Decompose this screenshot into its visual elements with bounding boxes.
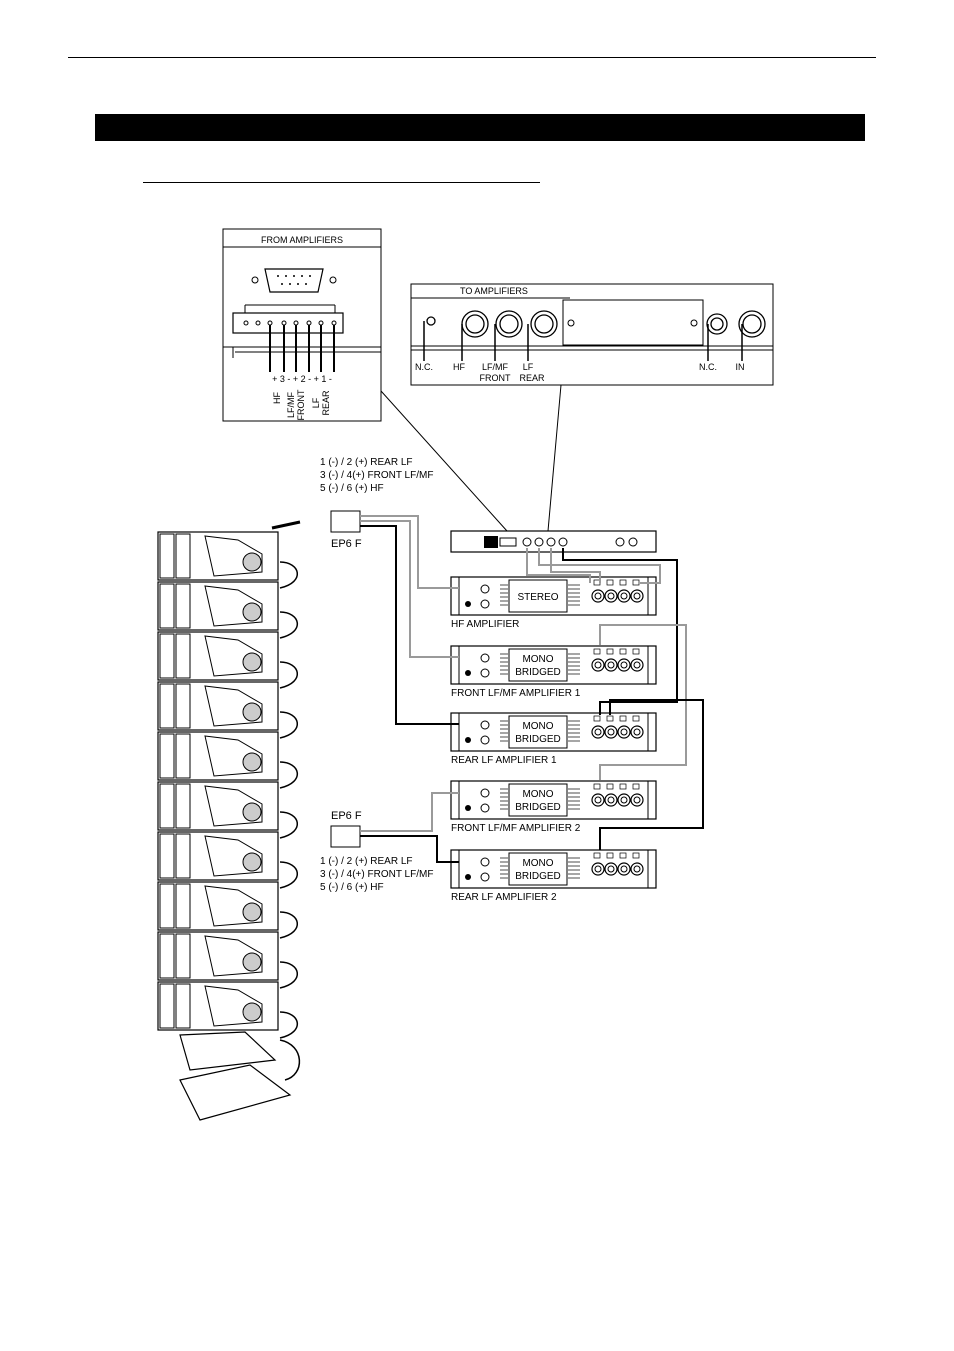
from-label-lfmf-front: LF/MFFRONT <box>286 389 306 420</box>
to-label-front: FRONT <box>480 373 511 383</box>
svg-text:3 (-) / 4(+) FRONT LF/MF: 3 (-) / 4(+) FRONT LF/MF <box>320 470 433 481</box>
to-amplifiers-inset: TO AMPLIFIERS N.C. HF LF/MF LF N.C. IN F… <box>410 283 774 386</box>
svg-text:EP6 F: EP6 F <box>331 810 362 822</box>
pin-row-label: + 3 - + 2 - + 1 - <box>272 374 332 384</box>
wiring-legend-top: 1 (-) / 2 (+) REAR LF 3 (-) / 4(+) FRONT… <box>320 457 433 494</box>
amplifier-label: FRONT LF/MF AMPLIFIER 2 <box>451 823 581 834</box>
callout-line-from <box>380 390 508 532</box>
to-amplifiers-title: TO AMPLIFIERS <box>460 286 528 296</box>
amplifier-2: MONO BRIDGED FRONT LF/MF AMPLIFIER 1 <box>450 645 657 699</box>
ep6-connector-top: EP6 F <box>330 510 362 550</box>
to-label-lf: LF <box>523 362 534 372</box>
svg-text:3 (-) / 4(+) FRONT LF/MF: 3 (-) / 4(+) FRONT LF/MF <box>320 869 433 880</box>
svg-text:EP6 F: EP6 F <box>331 538 362 550</box>
amplifier-mode-label: BRIDGED <box>515 871 561 882</box>
speaker-line-array <box>157 520 301 1121</box>
top-rule <box>68 57 876 58</box>
amplifier-label: FRONT LF/MF AMPLIFIER 1 <box>451 688 581 699</box>
amplifier-mode-label: BRIDGED <box>515 802 561 813</box>
to-label-nc-1: N.C. <box>415 362 433 372</box>
from-amplifiers-title: FROM AMPLIFIERS <box>261 235 343 245</box>
amplifier-1: STEREO HF AMPLIFIER <box>450 576 657 630</box>
amplifier-5: MONO BRIDGED REAR LF AMPLIFIER 2 <box>450 849 657 903</box>
amplifier-4: MONO BRIDGED FRONT LF/MF AMPLIFIER 2 <box>450 780 657 834</box>
amplifier-mode-label: BRIDGED <box>515 667 561 678</box>
amplifier-mode-label: BRIDGED <box>515 734 561 745</box>
to-label-hf: HF <box>453 362 465 372</box>
subheading-underline <box>143 182 540 183</box>
section-header-bar <box>95 114 865 141</box>
amplifier-mode-label: STEREO <box>517 592 558 603</box>
amplifier-label: HF AMPLIFIER <box>451 619 519 630</box>
to-label-in: IN <box>736 362 745 372</box>
to-label-rear: REAR <box>519 373 545 383</box>
amplifier-mode-label: MONO <box>522 654 553 665</box>
amplifier-3: MONO BRIDGED REAR LF AMPLIFIER 1 <box>450 712 657 766</box>
svg-text:1 (-) / 2 (+) REAR LF: 1 (-) / 2 (+) REAR LF <box>320 856 413 867</box>
processor-unit <box>450 530 657 553</box>
amplifier-mode-label: MONO <box>522 721 553 732</box>
to-label-nc-2: N.C. <box>699 362 717 372</box>
terminal-strip <box>232 312 344 334</box>
wiring-legend-bottom: 1 (-) / 2 (+) REAR LF 3 (-) / 4(+) FRONT… <box>320 856 433 893</box>
amplifier-label: REAR LF AMPLIFIER 1 <box>451 755 557 766</box>
from-label-lf-rear: LFREAR <box>311 390 331 416</box>
from-label-hf: HF <box>272 392 282 404</box>
svg-text:5 (-) / 6 (+) HF: 5 (-) / 6 (+) HF <box>320 483 384 494</box>
cables <box>360 515 704 863</box>
to-label-lfmf: LF/MF <box>482 362 509 372</box>
svg-text:1 (-) / 2 (+) REAR LF: 1 (-) / 2 (+) REAR LF <box>320 457 413 468</box>
db9-connector-icon <box>264 268 324 293</box>
amplifier-mode-label: MONO <box>522 858 553 869</box>
amplifier-label: REAR LF AMPLIFIER 2 <box>451 892 557 903</box>
from-amplifiers-inset: FROM AMPLIFIERS + 3 - + 2 - + 1 - HF LF/… <box>222 228 382 422</box>
amplifier-mode-label: MONO <box>522 789 553 800</box>
callout-line-to <box>547 384 562 532</box>
svg-text:5 (-) / 6 (+) HF: 5 (-) / 6 (+) HF <box>320 882 384 893</box>
ep6-connector-bottom: EP6 F <box>330 810 362 848</box>
